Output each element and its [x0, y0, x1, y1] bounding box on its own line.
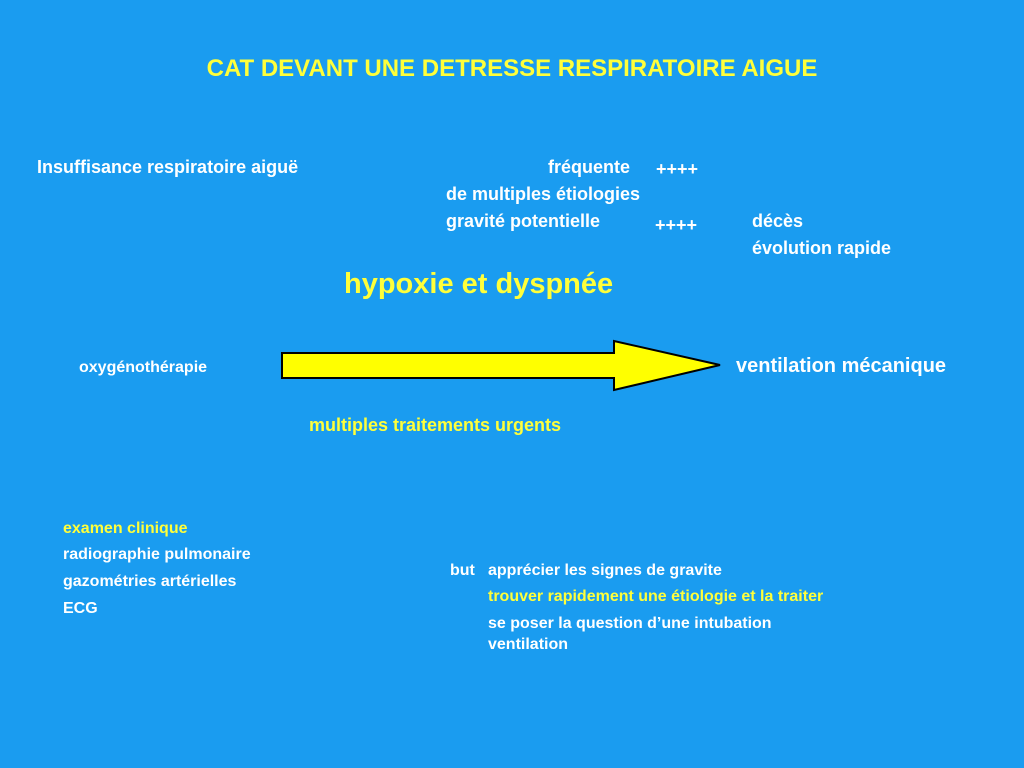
oxygenotherapie-label: oxygénothérapie — [79, 359, 208, 376]
frequente-label: fréquente — [548, 157, 631, 177]
exam-item: ECG — [63, 600, 98, 617]
gravite-marks: ++++ — [655, 215, 698, 235]
insuffisance-label: Insuffisance respiratoire aiguë — [37, 157, 299, 177]
but-item: apprécier les signes de gravite — [488, 562, 722, 579]
but-item: trouver rapidement une étiologie et la t… — [488, 588, 824, 605]
exam-item: radiographie pulmonaire — [63, 546, 251, 563]
etiologies-label: de multiples étiologies — [446, 184, 641, 204]
gravite-label: gravité potentielle — [446, 211, 601, 231]
evolution-label: évolution rapide — [752, 238, 892, 258]
but-label: but — [450, 562, 475, 579]
but-item: se poser la question d’une intubation — [488, 615, 772, 632]
traitements-caption: multiples traitements urgents — [309, 415, 562, 435]
frequente-marks: ++++ — [656, 159, 699, 179]
treatment-arrow-icon — [281, 339, 721, 392]
exam-item: gazométries artérielles — [63, 573, 237, 590]
but-item: ventilation — [488, 636, 569, 653]
deces-label: décès — [752, 211, 804, 231]
slide-title: CAT DEVANT UNE DETRESSE RESPIRATOIRE AIG… — [206, 55, 818, 82]
hypoxie-heading: hypoxie et dyspnée — [344, 268, 614, 300]
ventilation-mecanique-label: ventilation mécanique — [736, 355, 947, 377]
exam-item: examen clinique — [63, 520, 188, 537]
